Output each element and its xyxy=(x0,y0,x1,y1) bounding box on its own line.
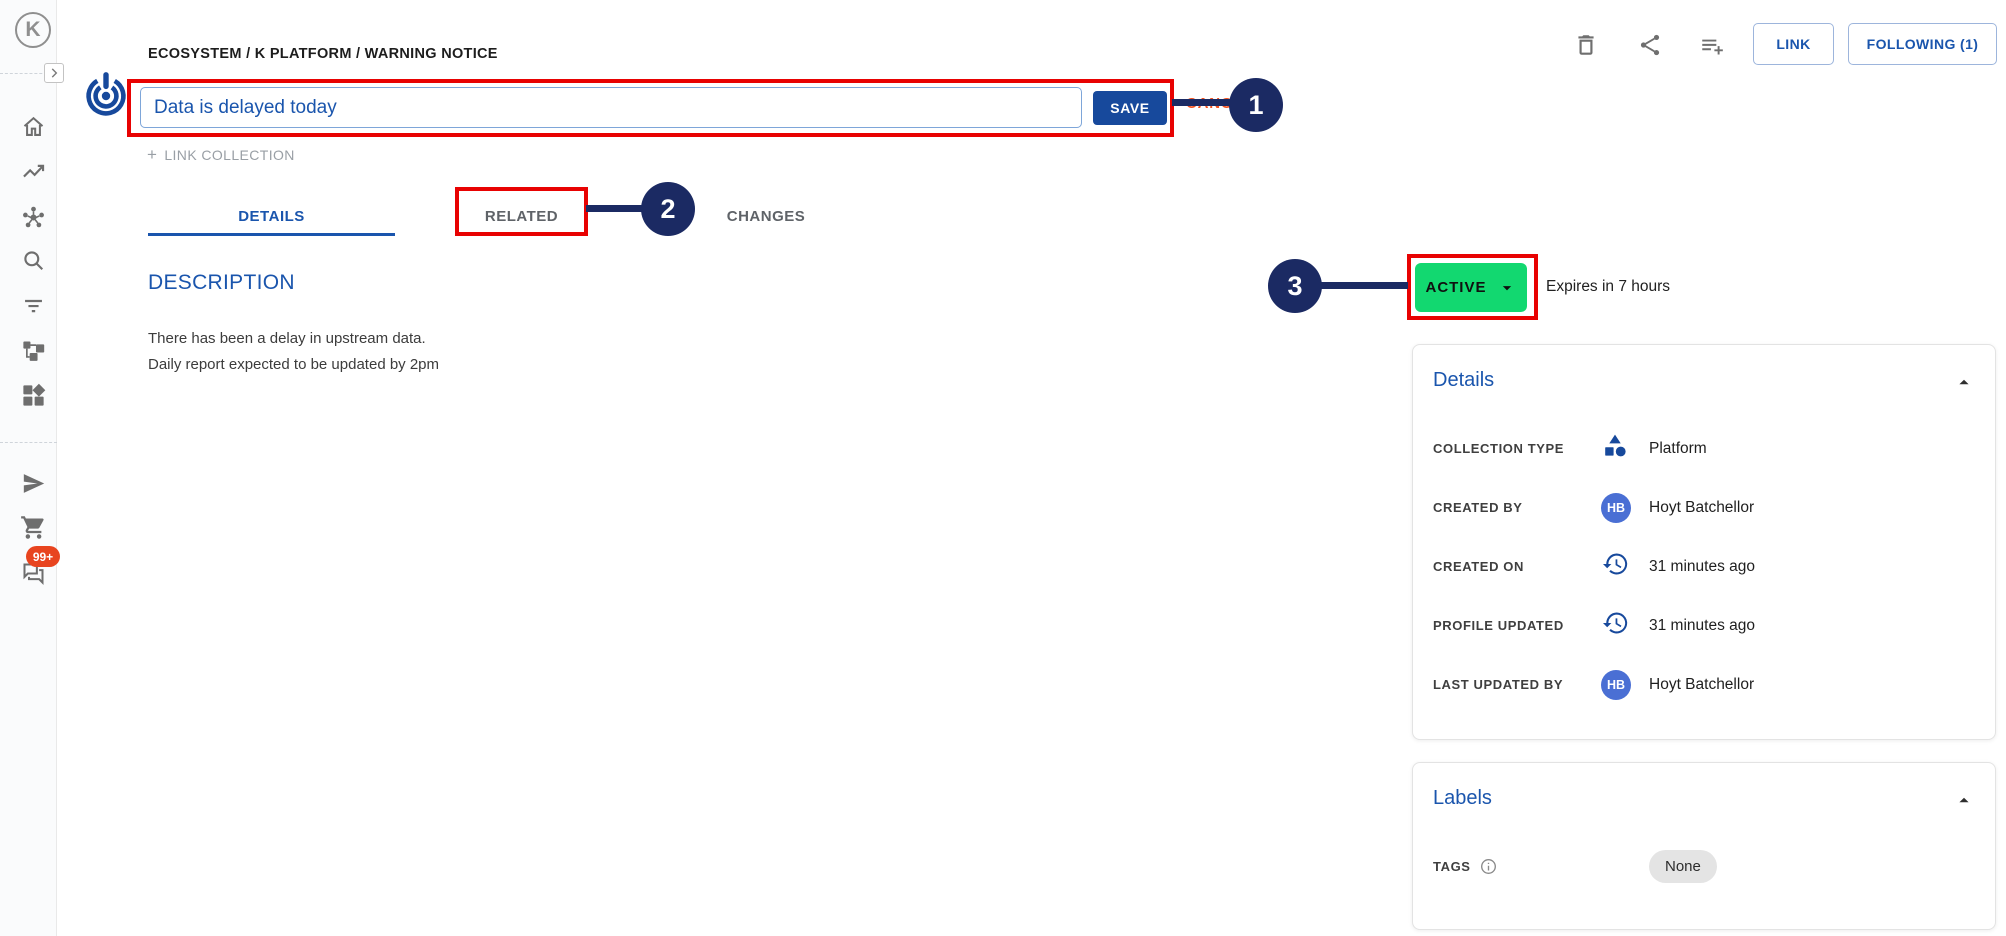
details-row: CREATED BY HB Hoyt Batchellor xyxy=(1433,478,1975,537)
home-icon[interactable] xyxy=(20,113,47,140)
avatar: HB xyxy=(1601,669,1631,700)
cart-icon[interactable] xyxy=(20,514,47,541)
sidebar-divider xyxy=(0,73,57,74)
delete-icon[interactable] xyxy=(1573,32,1599,58)
annotation-connector-3 xyxy=(1318,282,1408,289)
notification-badge: 99+ xyxy=(26,546,60,567)
annotation-badge-2: 2 xyxy=(641,182,695,236)
playlist-add-icon[interactable] xyxy=(1699,32,1725,58)
send-icon[interactable] xyxy=(20,470,47,497)
active-tab-indicator xyxy=(148,233,395,236)
cancel-button[interactable]: CANCEL xyxy=(1186,95,1254,112)
expand-sidebar-button[interactable] xyxy=(44,63,64,83)
tab-details[interactable]: DETAILS xyxy=(238,207,305,225)
history-icon xyxy=(1601,550,1629,583)
detail-row-label: LAST UPDATED BY xyxy=(1433,677,1564,692)
detail-row-label: CREATED ON xyxy=(1433,559,1524,574)
hierarchy-icon[interactable] xyxy=(20,337,47,364)
collapse-icon[interactable] xyxy=(1953,371,1975,393)
link-collection-button[interactable]: + LINK COLLECTION xyxy=(147,145,295,165)
description-line: There has been a delay in upstream data. xyxy=(148,330,426,347)
info-icon[interactable] xyxy=(1479,857,1498,876)
annotation-badge-3: 3 xyxy=(1268,259,1322,313)
details-rows: COLLECTION TYPE Platform CREATED BY HB H… xyxy=(1413,419,1995,714)
detail-row-value: Hoyt Batchellor xyxy=(1649,498,1755,516)
labels-card-title: Labels xyxy=(1433,787,1492,809)
tab-related[interactable]: RELATED xyxy=(484,207,559,225)
tags-label: TAGS xyxy=(1433,859,1471,874)
details-card-title: Details xyxy=(1433,369,1495,391)
expires-text: Expires in 7 hours xyxy=(1546,278,1671,295)
detail-row-value: 31 minutes ago xyxy=(1649,557,1755,575)
annotation-connector-2 xyxy=(586,205,648,212)
detail-row-label: CREATED BY xyxy=(1433,500,1523,515)
detail-row-value: Platform xyxy=(1649,439,1707,457)
details-row: PROFILE UPDATED 31 minutes ago xyxy=(1433,596,1975,655)
filter-icon[interactable] xyxy=(20,292,47,319)
detail-row-label: PROFILE UPDATED xyxy=(1433,618,1564,633)
details-row: CREATED ON 31 minutes ago xyxy=(1433,537,1975,596)
hub-icon[interactable] xyxy=(20,204,47,231)
tags-none-chip: None xyxy=(1649,850,1717,883)
detail-row-label: COLLECTION TYPE xyxy=(1433,441,1565,456)
save-button[interactable]: SAVE xyxy=(1093,91,1167,125)
details-card: Details COLLECTION TYPE Platform CREATED… xyxy=(1412,344,1996,740)
breadcrumb[interactable]: ECOSYSTEM / K PLATFORM / WARNING NOTICE xyxy=(148,46,498,62)
sidebar-divider xyxy=(0,442,57,443)
detail-row-value: 31 minutes ago xyxy=(1649,616,1755,634)
category-icon xyxy=(1601,432,1629,465)
description-heading: DESCRIPTION xyxy=(148,271,295,294)
avatar: HB xyxy=(1601,492,1631,523)
description-line: Daily report expected to be updated by 2… xyxy=(148,356,440,373)
warning-notice-icon xyxy=(82,70,130,118)
status-label: ACTIVE xyxy=(1425,279,1487,296)
title-input[interactable] xyxy=(140,87,1082,128)
details-row: COLLECTION TYPE Platform xyxy=(1433,419,1975,478)
search-icon[interactable] xyxy=(20,247,47,274)
sidebar: K 99+ xyxy=(0,0,64,936)
share-icon[interactable] xyxy=(1637,32,1663,58)
detail-row-value: Hoyt Batchellor xyxy=(1649,675,1755,693)
tab-changes[interactable]: CHANGES xyxy=(726,207,806,225)
collapse-icon[interactable] xyxy=(1953,789,1975,811)
chevron-down-icon xyxy=(1502,285,1511,290)
following-button[interactable]: FOLLOWING (1) xyxy=(1848,23,1997,65)
history-icon xyxy=(1601,609,1629,642)
description-text: There has been a delay in upstream data.… xyxy=(148,326,439,378)
status-dropdown-button[interactable]: ACTIVE xyxy=(1415,263,1527,312)
app-logo[interactable]: K xyxy=(15,12,51,48)
tags-row: TAGS None xyxy=(1433,837,1975,896)
plus-icon: + xyxy=(147,145,158,164)
link-button[interactable]: LINK xyxy=(1753,23,1834,65)
app-logo-letter: K xyxy=(25,18,41,41)
link-collection-label: LINK COLLECTION xyxy=(164,147,295,163)
widgets-icon[interactable] xyxy=(20,382,47,409)
labels-card: Labels TAGS None xyxy=(1412,762,1996,930)
trending-icon[interactable] xyxy=(20,158,47,185)
details-row: LAST UPDATED BY HB Hoyt Batchellor xyxy=(1433,655,1975,714)
